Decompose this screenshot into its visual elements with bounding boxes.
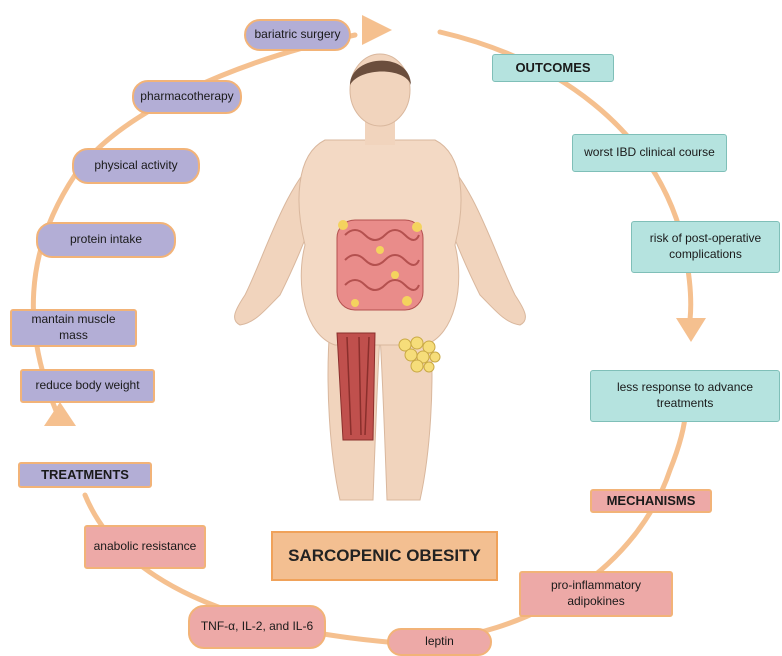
treatment-item-5: pharmacotherapy [132, 80, 242, 114]
mechanism-item-1: pro-inflammatory adipokines [519, 571, 673, 617]
arrow-head-right [676, 318, 706, 342]
mechanism-item-4: anabolic resistance [84, 525, 206, 569]
arrow-head-top [362, 15, 392, 45]
human-body-icon [225, 45, 535, 525]
outcome-item-3: less response to advance treatments [590, 370, 780, 422]
treatment-item-6: bariatric surgery [244, 19, 351, 51]
treatments-header: TREATMENTS [18, 462, 152, 488]
outcome-item-2: risk of post-operative complications [631, 221, 780, 273]
treatment-item-4: physical activity [72, 148, 200, 184]
mechanisms-header: MECHANISMS [590, 489, 712, 513]
mechanism-item-2: leptin [387, 628, 492, 656]
treatment-item-1: reduce body weight [20, 369, 155, 403]
diagram-title: SARCOPENIC OBESITY [271, 531, 498, 581]
outcomes-header: OUTCOMES [492, 54, 614, 82]
muscle-icon [337, 333, 375, 440]
treatment-item-3: protein intake [36, 222, 176, 258]
intestine-icon [337, 220, 423, 310]
arrow-head-left [44, 402, 76, 426]
outcome-item-1: worst IBD clinical course [572, 134, 727, 172]
treatment-item-2: mantain muscle mass [10, 309, 137, 347]
mechanism-item-3: TNF-α, IL-2, and IL-6 [188, 605, 326, 649]
